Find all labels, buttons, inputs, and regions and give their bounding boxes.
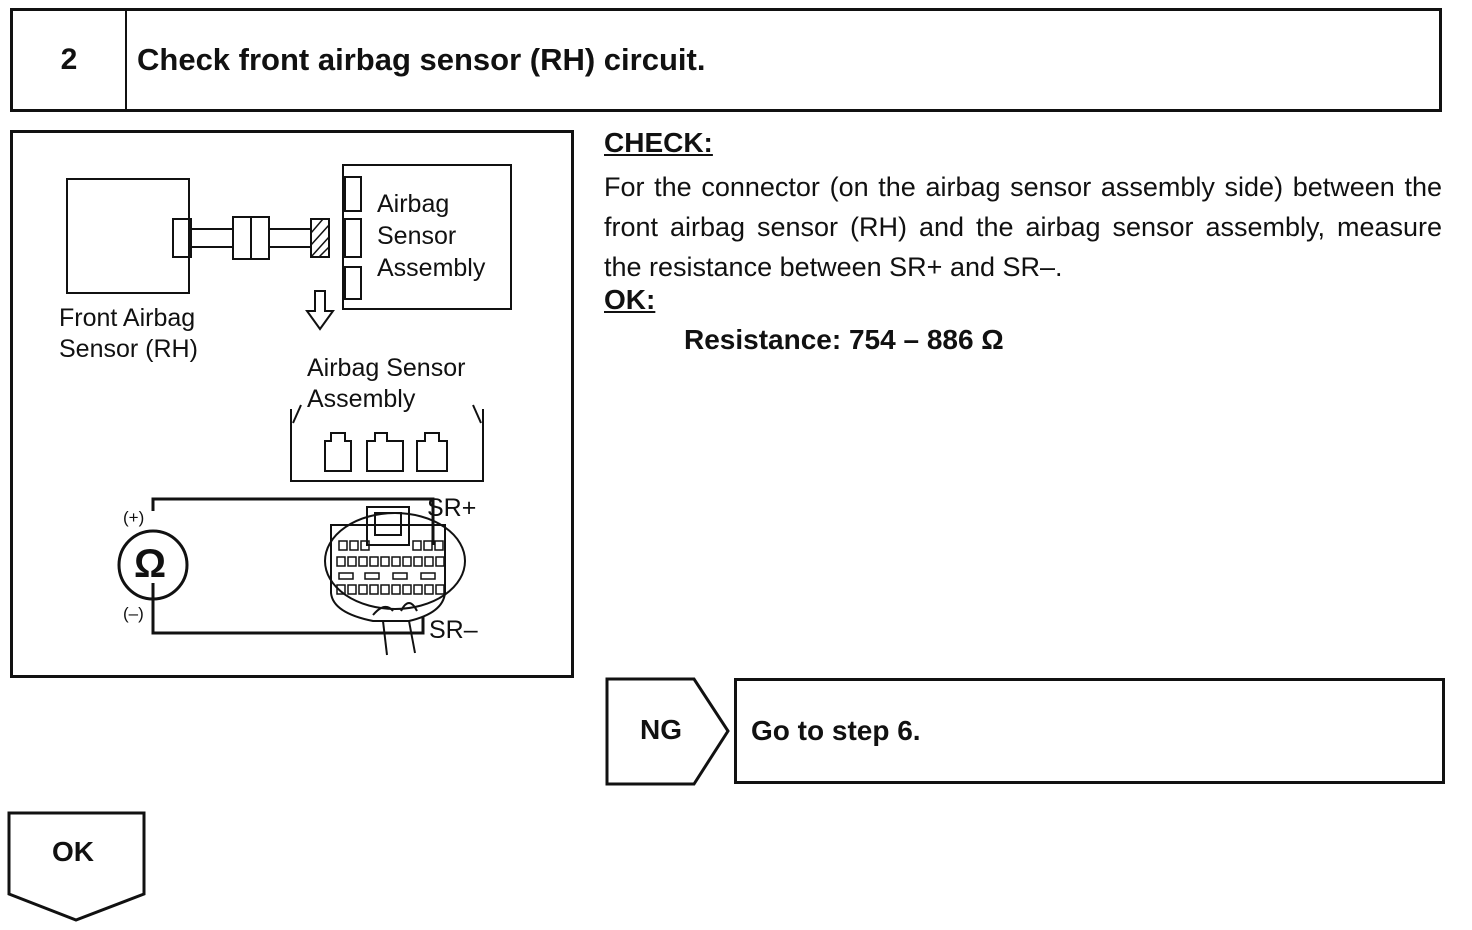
connector-pins — [336, 540, 445, 595]
plus-terminal-label: (+) — [123, 508, 145, 527]
front-sensor-label-1: Front Airbag — [59, 304, 196, 332]
check-instruction: For the connector (on the airbag sensor … — [604, 172, 1442, 282]
ng-action-text: Go to step 6. — [751, 715, 921, 746]
front-sensor-label-2: Sensor (RH) — [59, 335, 198, 363]
check-heading: CHECK: — [604, 127, 713, 158]
assembly-label-3: Assembly — [377, 254, 486, 282]
step-title: Check front airbag sensor (RH) circuit. — [137, 42, 706, 77]
sr-minus-label: SR– — [429, 616, 478, 644]
resistance-spec: Resistance: 754 – 886 Ω — [684, 324, 1004, 355]
diagram-drawing — [66, 164, 512, 656]
assembly-label-1: Airbag — [377, 190, 450, 218]
assembly-mid-label-1: Airbag Sensor — [307, 354, 466, 382]
step-number: 2 — [13, 11, 127, 109]
assembly-mid-label-2: Assembly — [307, 385, 416, 413]
sr-plus-label: SR+ — [427, 494, 477, 522]
ok-arrow-shape — [7, 811, 146, 922]
down-arrow — [305, 290, 335, 331]
ng-label: NG — [640, 714, 682, 745]
assembly-label-2: Sensor — [377, 222, 457, 250]
ohmmeter — [117, 529, 189, 601]
minus-terminal-label: (–) — [123, 604, 144, 623]
ok-heading: OK: — [604, 284, 656, 315]
assembly-box — [342, 164, 512, 310]
step-header: 2 Check front airbag sensor (RH) circuit… — [10, 8, 1442, 112]
ohm-icon: Ω — [134, 542, 167, 586]
ng-arrow-shape — [605, 677, 730, 786]
ok-label: OK — [52, 836, 94, 867]
ng-action-box: Go to step 6. — [734, 678, 1445, 784]
connector-diagram: Front Airbag Sensor (RH) Airbag Sensor A… — [10, 130, 574, 678]
front-sensor-box — [66, 178, 190, 294]
